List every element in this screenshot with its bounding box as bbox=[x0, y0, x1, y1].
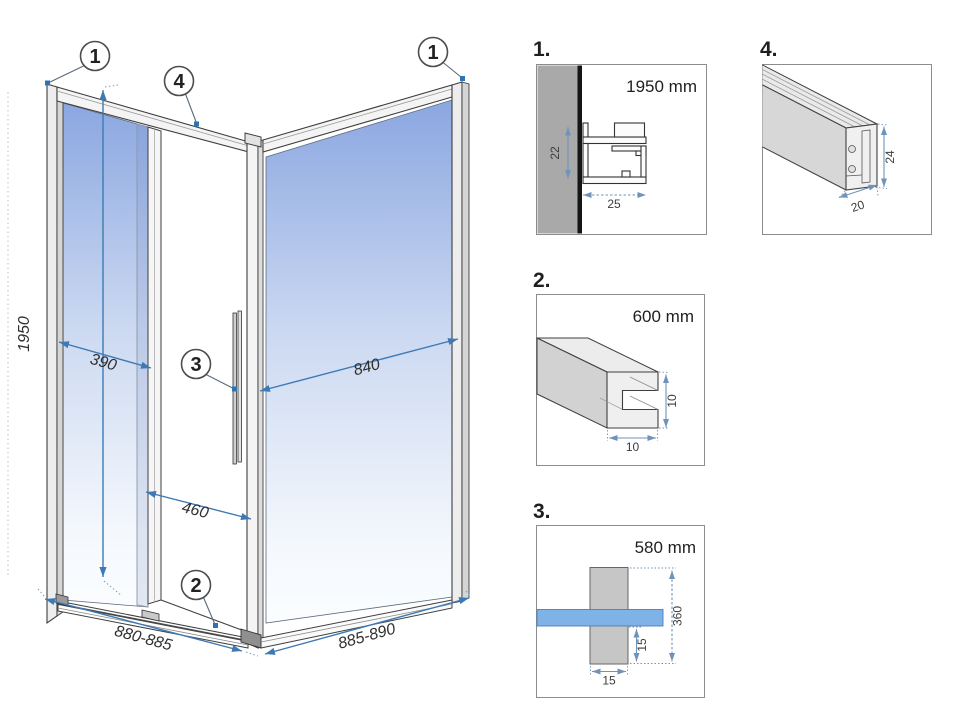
callout-top-center: 4 bbox=[163, 65, 199, 127]
detail-3-dim-length-label: 360 bbox=[671, 606, 685, 626]
left-wall-profile-side bbox=[56, 86, 64, 617]
wall-face-line bbox=[577, 65, 582, 234]
glass-panel-bar bbox=[536, 609, 664, 627]
wall-profile-section-drawing bbox=[582, 122, 647, 185]
detail-2-dim-height-label: 10 bbox=[665, 394, 679, 408]
detail-4-dim-depth: 20 bbox=[837, 184, 879, 215]
detail-4-dim-height-label: 24 bbox=[883, 150, 897, 164]
callout-top-right-number: 1 bbox=[427, 42, 438, 64]
right-wall-profile-front bbox=[451, 81, 463, 604]
detail-4-dim-height: 24 bbox=[871, 123, 897, 189]
dim-height-label: 1950 bbox=[16, 316, 33, 352]
top-rail-left-edge-line bbox=[56, 90, 250, 147]
detail-box-1: 1. 1950 mm 22 25 bbox=[533, 38, 707, 235]
detail-2-label: 2. bbox=[533, 269, 551, 292]
left-wall-profile-front bbox=[46, 83, 58, 625]
detail-2-dim-height: 10 bbox=[658, 371, 679, 429]
callout-track-number: 2 bbox=[190, 575, 201, 597]
detail-box-2: 2. 600 mm 10 10 bbox=[533, 269, 705, 466]
detail-1-dim-height-label: 22 bbox=[548, 146, 562, 160]
channel-3d-drawing bbox=[536, 337, 659, 429]
detail-3-dim-offset: 15 bbox=[629, 626, 649, 662]
dim-side-panel-label: 840 bbox=[352, 356, 382, 379]
corner-post-side bbox=[257, 139, 264, 649]
detail-3-dim-width-label: 15 bbox=[602, 674, 616, 688]
detail-3-title: 580 mm bbox=[635, 538, 696, 557]
detail-1-dim-width-label: 25 bbox=[607, 197, 621, 211]
detail-3-dim-offset-label: 15 bbox=[635, 638, 649, 652]
callout-top-center-number: 4 bbox=[173, 71, 185, 93]
callout-top-left-number: 1 bbox=[89, 46, 100, 68]
corner-post-cap bbox=[244, 132, 262, 148]
dim-door-label: 460 bbox=[180, 499, 210, 522]
detail-box-3: 3. 580 mm 360 15 15 bbox=[533, 500, 705, 698]
callout-handle-number: 3 bbox=[190, 354, 201, 376]
detail-3-label: 3. bbox=[533, 500, 551, 523]
dim-fixed-panel-label: 390 bbox=[88, 351, 118, 375]
detail-4-dim-depth-label: 20 bbox=[849, 197, 866, 215]
top-rail-right-edge-line bbox=[262, 88, 453, 145]
right-wall-profile-side bbox=[461, 81, 470, 602]
detail-box-4: 4. 24 20 bbox=[760, 38, 932, 235]
callout-top-left: 1 bbox=[45, 40, 111, 86]
detail-1-label: 1. bbox=[533, 38, 551, 61]
callout-top-right: 1 bbox=[417, 36, 465, 81]
main-diagram: 1950 390 840 460 880-885 885-890 bbox=[7, 36, 472, 657]
callout-handle: 3 bbox=[180, 348, 237, 392]
detail-4-label: 4. bbox=[760, 38, 778, 61]
detail-1-dim-width: 25 bbox=[583, 192, 646, 211]
detail-3-dim-width: 15 bbox=[590, 666, 628, 688]
detail-2-dim-width: 10 bbox=[607, 430, 658, 454]
callout-track: 2 bbox=[180, 569, 218, 628]
detail-3-dim-length: 360 bbox=[630, 567, 685, 664]
dimension-height-1950: 1950 bbox=[16, 84, 123, 597]
dimension-door-460: 460 bbox=[145, 491, 252, 522]
dimension-fixed-panel-390: 390 bbox=[58, 341, 152, 375]
detail-2-title: 600 mm bbox=[633, 307, 694, 326]
corner-post bbox=[246, 137, 259, 649]
detail-1-dim-height: 22 bbox=[548, 127, 571, 179]
dimension-side-panel-840: 840 bbox=[259, 338, 459, 392]
detail-1-title: 1950 mm bbox=[626, 77, 697, 96]
rail-3d-drawing bbox=[762, 64, 879, 191]
detail-2-dim-width-label: 10 bbox=[626, 440, 640, 454]
